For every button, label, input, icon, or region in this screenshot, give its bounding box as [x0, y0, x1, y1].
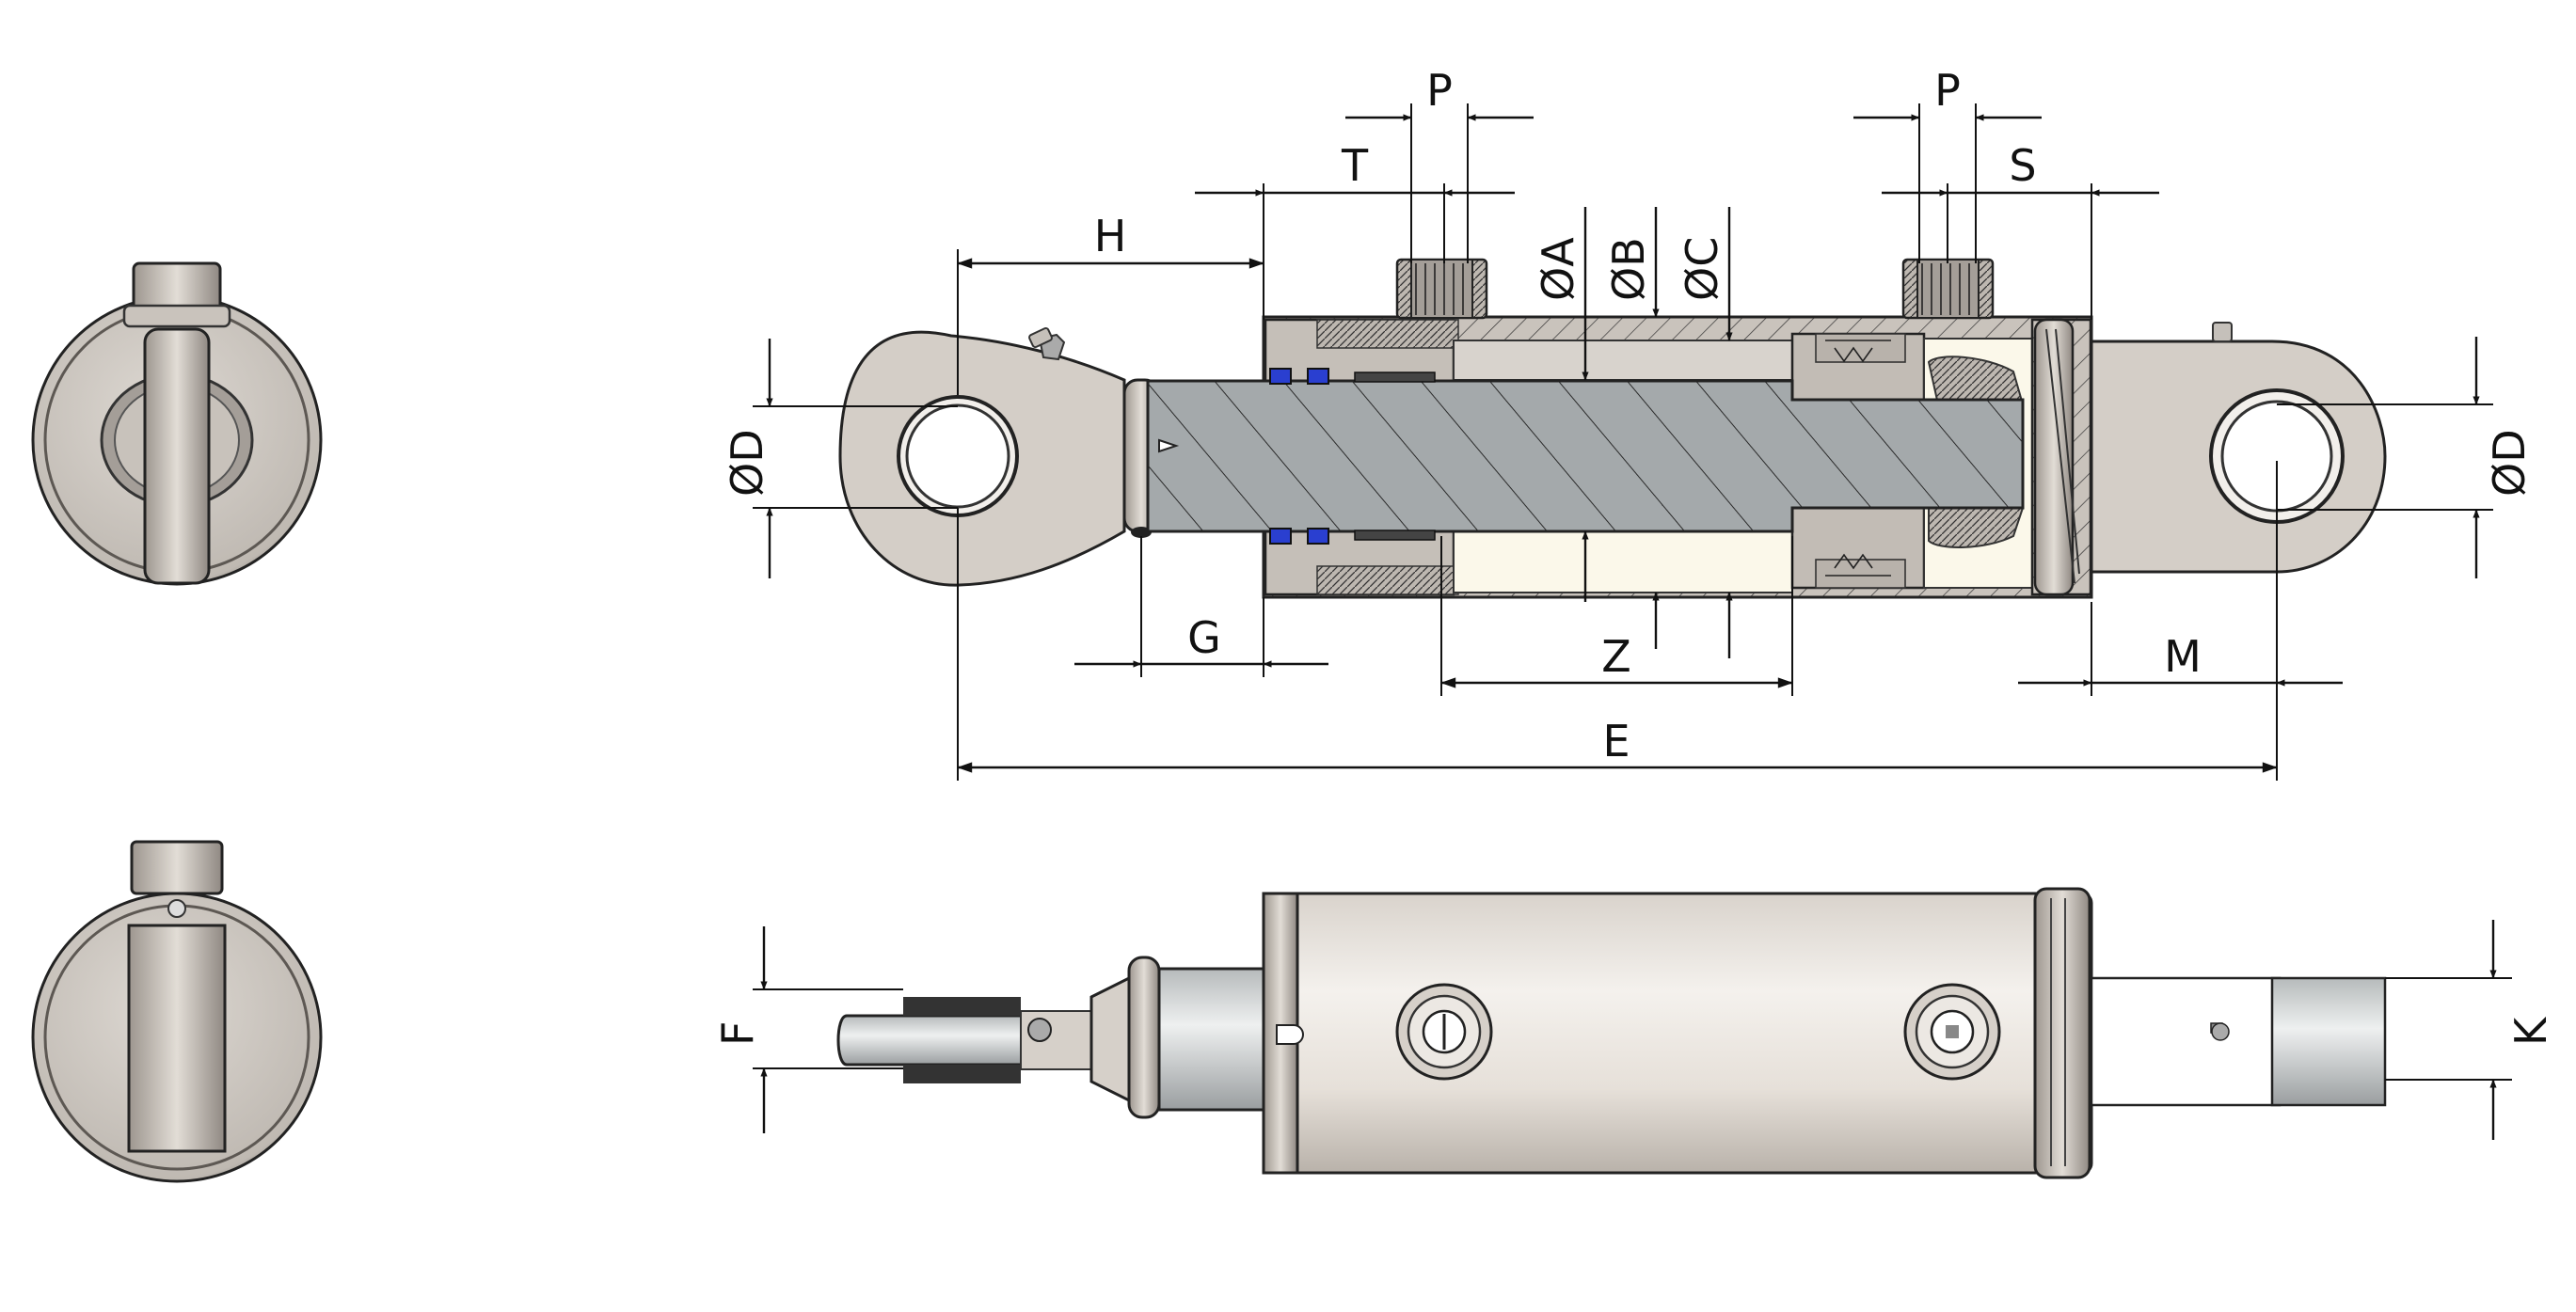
end-view-bottom: [31, 840, 323, 1183]
dimensions: P P T S H ØA ØB ØC: [712, 65, 2556, 1140]
dim-f: F: [712, 1021, 763, 1046]
side-view: [836, 887, 2387, 1179]
section-view: [838, 258, 2387, 599]
dim-s: S: [2009, 140, 2036, 191]
port-boss-right: [1903, 983, 2001, 1081]
dim-k: K: [2505, 1016, 2556, 1046]
dim-dia-d-left: ØD: [722, 429, 772, 497]
dim-h: H: [1094, 211, 1127, 261]
dim-t: T: [1341, 140, 1369, 191]
dim-dia-a: ØA: [1533, 237, 1583, 301]
port-boss-left: [1395, 983, 1493, 1081]
left-rod-eye: [838, 326, 1126, 587]
dim-dia-c: ØC: [1677, 237, 1727, 301]
dim-p-left: P: [1426, 65, 1453, 116]
port-fitting-left: [1395, 258, 1488, 320]
rear-eye: [2090, 322, 2387, 574]
dim-e: E: [1602, 716, 1630, 767]
dim-g: G: [1187, 612, 1221, 663]
dim-z: Z: [1601, 631, 1631, 682]
dim-p-right: P: [1934, 65, 1961, 116]
dim-m: M: [2164, 631, 2202, 682]
dim-dia-b: ØB: [1603, 237, 1654, 301]
port-fitting-right: [1901, 258, 1995, 320]
end-view-top: [31, 261, 323, 586]
dim-dia-d-right: ØD: [2484, 429, 2535, 497]
